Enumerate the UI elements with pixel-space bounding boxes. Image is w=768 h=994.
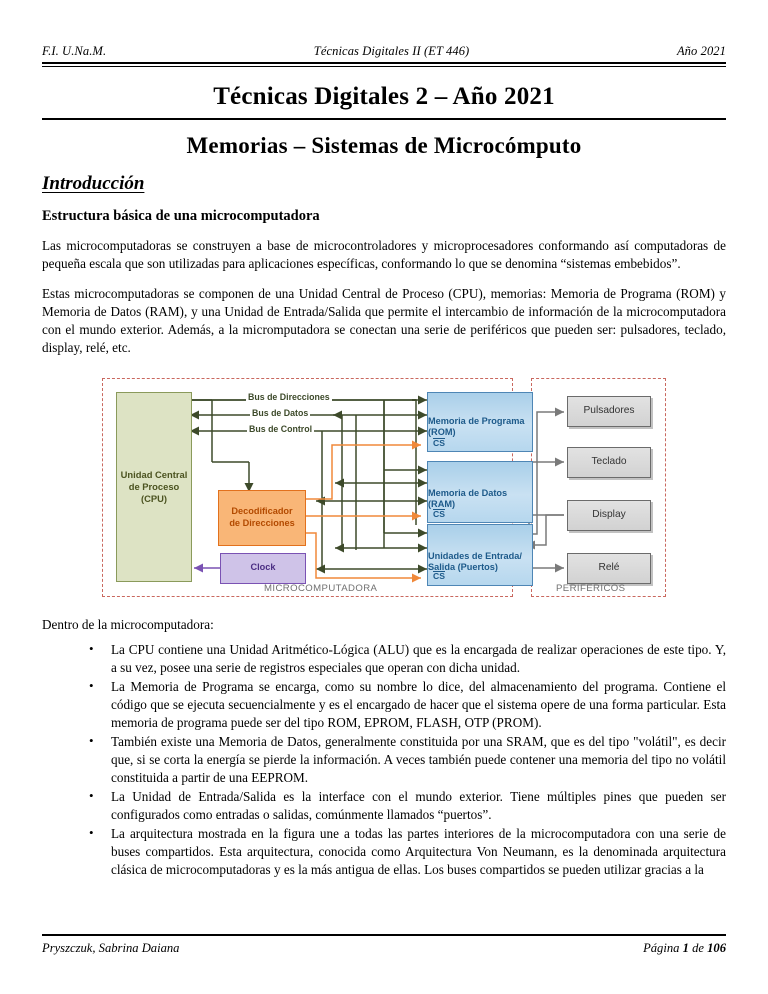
io-label-line1: Unidades de Entrada/ — [428, 550, 522, 561]
cpu-label-line2: de Proceso — [128, 480, 180, 492]
block-cpu: Unidad Central de Proceso (CPU) — [116, 391, 192, 582]
list-item: La CPU contiene una Unidad Aritmético-Ló… — [89, 640, 726, 677]
paragraph-1: Las microcomputadoras se construyen a ba… — [42, 238, 726, 271]
document-subtitle: Memorias – Sistemas de Microcómputo — [186, 133, 582, 158]
io-cs-label: CS — [433, 570, 445, 581]
block-data-memory-ram: Memoria de Datos (RAM) — [427, 460, 533, 523]
bus-label-control: Bus de Control — [247, 423, 315, 434]
footer-author: Pryszczuk, Sabrina Daiana — [42, 941, 180, 955]
ram-label-line2: (RAM) — [428, 499, 456, 510]
decoder-label-line1: Decodificador — [231, 506, 293, 517]
list-item: La arquitectura mostrada en la figura un… — [89, 824, 726, 880]
cpu-label-line1: Unidad Central — [120, 469, 188, 481]
header-rule — [42, 62, 726, 67]
peripheral-label: Pulsadores — [583, 404, 635, 416]
subsection-heading-estructura: Estructura básica de una microcomputador… — [42, 208, 320, 224]
running-footer: Pryszczuk, Sabrina Daiana Página 1 de 10… — [42, 934, 726, 956]
peripheral-label: Teclado — [591, 455, 627, 467]
running-header: F.I. U.Na.M. Técnicas Digitales II (ET 4… — [42, 0, 726, 59]
rom-cs-label: CS — [433, 437, 445, 448]
list-item: También existe una Memoria de Datos, gen… — [89, 732, 726, 788]
ram-cs-label: CS — [433, 508, 445, 519]
rom-label-line1: Memoria de Programa — [428, 415, 525, 426]
document-title: Técnicas Digitales 2 – Año 2021 — [213, 83, 555, 110]
list-item: La Unidad de Entrada/Salida es la interf… — [89, 787, 726, 824]
diagram-wires — [190, 395, 564, 583]
header-left: F.I. U.Na.M. — [42, 44, 107, 58]
ram-label-line1: Memoria de Datos — [428, 487, 508, 498]
peripheral-display: Display — [567, 499, 651, 531]
bus-label-direcciones: Bus de Direcciones — [246, 391, 332, 402]
zone-label-perifericos: PERIFÉRICOS — [556, 582, 626, 594]
block-io-units: Unidades de Entrada/ Salida (Puertos) — [427, 523, 533, 586]
page-of: de — [692, 941, 704, 955]
bus-label-datos: Bus de Datos — [250, 407, 311, 418]
paragraph-2: Estas microcomputadoras se componen de u… — [42, 285, 726, 355]
page-prefix: Página — [643, 941, 680, 955]
zone-label-microcomputadora: MICROCOMPUTADORA — [264, 582, 378, 594]
header-right: Año 2021 — [676, 44, 726, 58]
footer-rule — [42, 934, 726, 936]
clock-label: Clock — [250, 562, 276, 573]
block-clock: Clock — [220, 552, 306, 584]
cpu-label-line3: (CPU) — [140, 492, 168, 504]
io-label-line2: Salida (Puertos) — [428, 562, 498, 573]
microcomputer-architecture-diagram: Unidad Central de Proceso (CPU) Decodifi… — [94, 370, 674, 605]
list-lead-in: Dentro de la microcomputadora: — [42, 616, 214, 632]
section-heading-introduccion: Introducción — [42, 173, 145, 194]
page-total: 106 — [707, 941, 726, 955]
title-rule — [42, 118, 726, 120]
page-number: 1 — [682, 941, 689, 955]
rom-label-line2: (ROM) — [428, 427, 456, 438]
peripheral-teclado: Teclado — [567, 446, 651, 478]
peripheral-rele: Relé — [567, 552, 651, 584]
peripheral-label: Display — [592, 508, 626, 520]
peripheral-pulsadores: Pulsadores — [567, 395, 651, 427]
decoder-label-line2: de Direcciones — [229, 517, 295, 528]
header-center: Técnicas Digitales II (ET 446) — [313, 44, 470, 58]
list-item: La Memoria de Programa se encarga, como … — [89, 677, 726, 733]
block-address-decoder: Decodificador de Direcciones — [218, 489, 306, 546]
peripheral-label: Relé — [598, 561, 620, 573]
block-program-memory-rom: Memoria de Programa (ROM) — [427, 391, 533, 452]
footer-page-indicator: Página 1 de 106 — [643, 941, 726, 956]
bullet-list: La CPU contiene una Unidad Aritmético-Ló… — [42, 640, 726, 880]
